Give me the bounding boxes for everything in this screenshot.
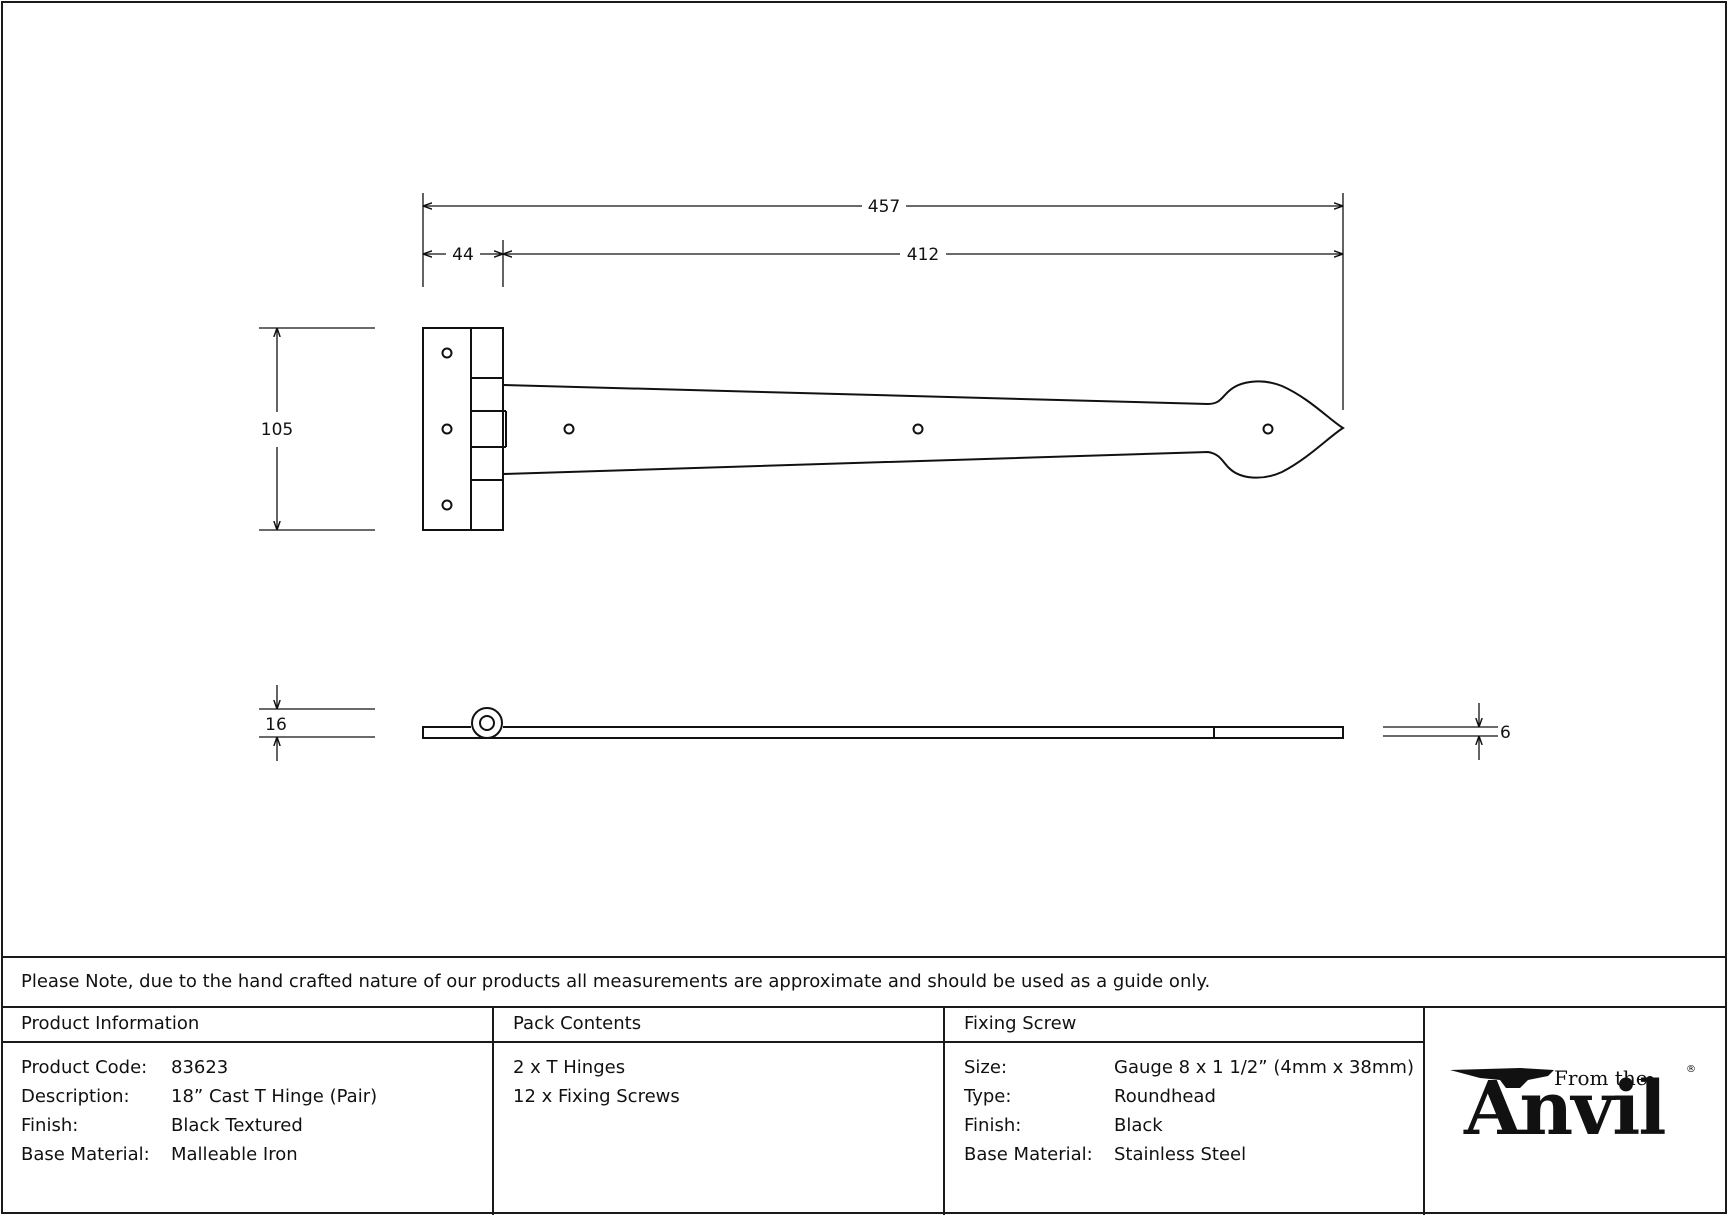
row-value: 83623	[171, 1057, 229, 1078]
screw-hole	[1262, 423, 1274, 435]
anvil-icon	[1450, 1068, 1654, 1088]
screw-base-material-row: Base Material: Stainless Steel	[964, 1140, 1423, 1169]
row-value: Stainless Steel	[1114, 1144, 1247, 1165]
row-value: Black Textured	[171, 1115, 303, 1136]
fixing-screw-heading: Fixing Screw	[945, 1008, 1423, 1043]
dim-label-44: 44	[452, 245, 474, 265]
product-information-heading: Product Information	[2, 1008, 492, 1043]
row-label: Base Material:	[964, 1144, 1093, 1165]
screw-hole	[441, 499, 453, 511]
registered-mark: ®	[1686, 1064, 1696, 1075]
pack-contents-heading: Pack Contents	[494, 1008, 943, 1043]
pack-contents-panel: Pack Contents 2 x T Hinges 12 x Fixing S…	[494, 1008, 945, 1215]
product-code-row: Product Code: 83623	[21, 1053, 492, 1082]
row-value: Gauge 8 x 1 1/2” (4mm x 38mm)	[1114, 1057, 1414, 1078]
side-profile	[422, 726, 1344, 739]
fixing-screw-panel: Fixing Screw Size: Gauge 8 x 1 1/2” (4mm…	[945, 1008, 1425, 1215]
strap-arm	[502, 380, 1345, 479]
row-value: Black	[1114, 1115, 1163, 1136]
measurement-note: Please Note, due to the hand crafted nat…	[2, 956, 1726, 1008]
dim-label-457: 457	[868, 197, 900, 217]
screw-hole	[441, 347, 453, 359]
product-information-panel: Product Information Product Code: 83623 …	[2, 1008, 494, 1215]
description-row: Description: 18” Cast T Hinge (Pair)	[21, 1082, 492, 1111]
knuckle-pin	[479, 715, 495, 731]
logo-small-text: From the	[1554, 1066, 1648, 1090]
screw-hole	[441, 423, 453, 435]
from-the-anvil-logo: From the Anvil ®	[1450, 1062, 1696, 1148]
screw-size-row: Size: Gauge 8 x 1 1/2” (4mm x 38mm)	[964, 1053, 1423, 1082]
row-label: Description:	[21, 1086, 130, 1107]
row-value: Malleable Iron	[171, 1144, 298, 1165]
dim-label-6: 6	[1500, 723, 1511, 743]
knuckle-outer	[471, 707, 503, 739]
logo-big-text: Anvil	[1464, 1066, 1666, 1152]
dim-label-16: 16	[265, 715, 287, 735]
row-value: Roundhead	[1114, 1086, 1216, 1107]
finish-row: Finish: Black Textured	[21, 1111, 492, 1140]
screw-hole	[563, 423, 575, 435]
screw-type-row: Type: Roundhead	[964, 1082, 1423, 1111]
technical-drawing: 457 44 412 105 16 6	[259, 193, 1511, 761]
hinge-plan-view	[422, 327, 1345, 531]
pack-item: 2 x T Hinges	[513, 1057, 626, 1078]
row-label: Product Code:	[21, 1057, 148, 1078]
screw-hole	[912, 423, 924, 435]
dim-label-105: 105	[261, 420, 293, 440]
row-label: Size:	[964, 1057, 1008, 1078]
hinge-side-view	[422, 707, 1344, 739]
screw-finish-row: Finish: Black	[964, 1111, 1423, 1140]
hinge-knuckle	[470, 327, 504, 531]
row-label: Type:	[964, 1086, 1012, 1107]
row-label: Finish:	[21, 1115, 79, 1136]
row-value: 18” Cast T Hinge (Pair)	[171, 1086, 378, 1107]
row-label: Finish:	[964, 1115, 1022, 1136]
dim-label-412: 412	[907, 245, 939, 265]
pack-item: 12 x Fixing Screws	[513, 1086, 680, 1107]
row-label: Base Material:	[21, 1144, 150, 1165]
base-material-row: Base Material: Malleable Iron	[21, 1140, 492, 1169]
